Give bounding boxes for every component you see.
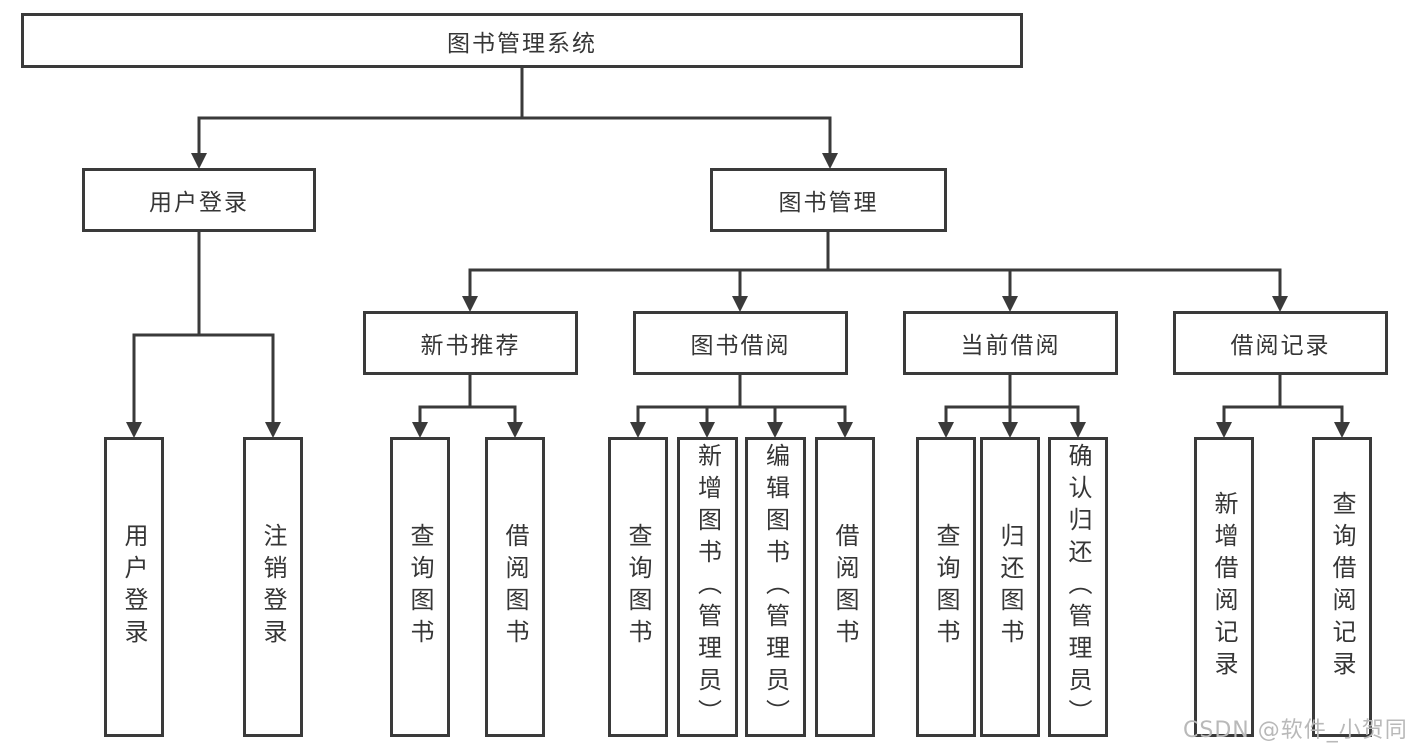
node-book-borrowing: 图书借阅 (633, 311, 848, 375)
edge-borrow-records-to-children (1222, 373, 1344, 423)
node-new-book-recommendation: 新书推荐 (363, 311, 578, 375)
node-user-login: 用户登录 (82, 168, 316, 232)
edge-user-login-to-children (132, 230, 275, 423)
leaf-label: 查询图书 (932, 523, 960, 651)
leaf-edit-books-admin: 编辑图书（管理员） (745, 437, 806, 737)
leaf-label: 归还图书 (996, 523, 1024, 651)
leaf-label: 借阅图书 (501, 523, 529, 651)
edge-current-borrow-to-children (944, 373, 1080, 423)
edge-book-borrow-to-children (636, 373, 847, 423)
leaf-label: 新增图书（管理员） (693, 443, 722, 731)
leaf-user-login: 用户登录 (104, 437, 164, 737)
node-library-management-system: 图书管理系统 (21, 13, 1023, 68)
edge-root-to-level2 (197, 64, 832, 155)
csdn-watermark: CSDN @软件_小贺同学 (1183, 718, 1405, 743)
node-borrowing-records: 借阅记录 (1173, 311, 1388, 375)
node-label: 借阅记录 (1230, 333, 1331, 359)
leaf-label: 确认归还（管理员） (1064, 443, 1092, 731)
edge-book-management-to-level3 (468, 230, 1282, 298)
leaf-label: 查询图书 (624, 523, 652, 651)
leaf-label: 编辑图书（管理员） (761, 443, 790, 731)
leaf-label: 注销登录 (259, 523, 287, 651)
node-label: 新书推荐 (420, 333, 521, 359)
leaf-label: 用户登录 (120, 523, 148, 651)
leaf-add-books-admin: 新增图书（管理员） (677, 437, 738, 737)
leaf-confirm-return-admin: 确认归还（管理员） (1048, 437, 1108, 737)
leaf-query-books-current: 查询图书 (916, 437, 976, 737)
leaf-query-books-recommend: 查询图书 (390, 437, 450, 737)
node-book-management: 图书管理 (710, 168, 947, 232)
leaf-query-borrow-record: 查询借阅记录 (1312, 437, 1372, 737)
leaf-label: 借阅图书 (831, 523, 859, 651)
leaf-label: 新增借阅记录 (1210, 491, 1238, 683)
node-label: 图书管理系统 (447, 30, 597, 57)
leaf-borrow-books: 借阅图书 (815, 437, 875, 737)
leaf-add-borrow-record: 新增借阅记录 (1194, 437, 1254, 737)
leaf-label: 查询借阅记录 (1328, 491, 1356, 683)
node-label: 当前借阅 (960, 333, 1061, 359)
leaf-label: 查询图书 (406, 523, 434, 651)
leaf-borrow-books-recommend: 借阅图书 (485, 437, 545, 737)
leaf-query-books-borrow: 查询图书 (608, 437, 668, 737)
edge-new-book-to-children (418, 373, 517, 423)
node-label: 图书管理 (778, 190, 879, 216)
node-current-borrowing: 当前借阅 (903, 311, 1118, 375)
node-label: 用户登录 (149, 190, 249, 216)
node-label: 图书借阅 (690, 333, 791, 359)
leaf-return-books: 归还图书 (980, 437, 1040, 737)
leaf-logout: 注销登录 (243, 437, 303, 737)
